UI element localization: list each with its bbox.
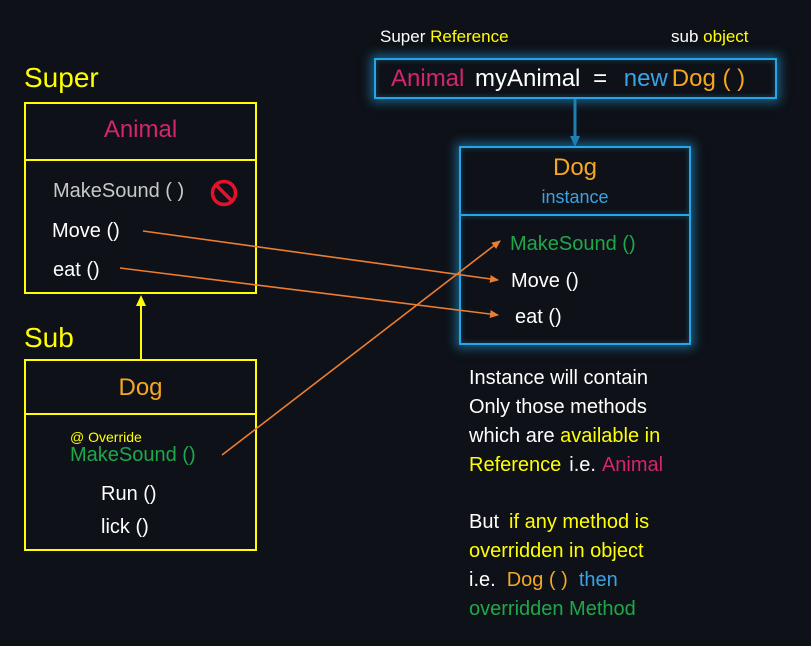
explanation-paragraph-2: But if any method is overridden in object… [469,508,799,624]
declaration-type: Animal [391,65,465,92]
explanation-p1-line4: Reference i.e.Animal [469,451,799,480]
dog-instance-box: Dog instance MakeSound () Move () eat () [459,146,691,345]
super-section-label: Super [24,62,99,93]
instance-title: Dog [552,154,598,181]
header-sub-word: sub [671,27,699,46]
explanation-p1-line2: Only those methods [469,396,647,418]
explanation-p2-line3-a: i.e. [469,569,496,591]
header-object-word: object [703,27,749,46]
prohibited-icon [210,179,238,212]
move-mapping-arrow [142,230,499,283]
instance-divider [461,214,689,216]
explanation-p1-line4-c: Animal [601,454,664,476]
instance-subtitle: instance [541,187,609,207]
dog-class-box: Dog @ Override MakeSound () Run () lick … [24,359,257,551]
explanation-p2-line1-a: But [469,511,500,533]
override-annotation: @ Override [70,429,142,445]
explanation-p2-line1: But if any method is [469,508,799,537]
explanation-p2-line2: overridden in object [469,540,644,562]
animal-class-title: Animal [103,116,178,143]
explanation-p2-line3-c: then [578,569,618,591]
makesound-override-arrow [221,240,501,456]
header-reference-word: Reference [430,27,509,46]
dog-method-lick: lick () [101,516,149,538]
declaration-new-keyword: new [623,65,668,92]
explanation-p2-line3-b: Dog ( ) [506,569,568,591]
sub-section-label: Sub [24,322,74,353]
explanation-p2-line3: i.e. Dog ( ) then [469,566,799,595]
instance-method-makesound: MakeSound () [510,233,636,255]
dog-method-makesound-override: MakeSound () [70,444,196,466]
header-super-word: Super [380,27,426,46]
animal-method-move: Move () [52,220,120,242]
explanation-p2-line4: overridden Method [469,598,636,620]
declaration-variable: myAnimal [475,65,581,92]
animal-method-eat: eat () [53,259,100,281]
eat-mapping-arrow [119,267,499,318]
dog-class-title: Dog [118,374,163,401]
explanation-p1-line3: which are available in [469,422,799,451]
explanation-p2-line1-b: if any method is [509,511,650,533]
header-sub-object: sub object [671,27,749,47]
explanation-p1-line4-a: Reference [469,454,562,476]
animal-class-box: Animal MakeSound ( ) Move () eat () [24,102,257,294]
explanation-p1-line3-b: available in [560,425,661,447]
explanation-p1-line4-b: i.e. [569,454,596,476]
header-super-reference: Super Reference [380,27,509,47]
instance-method-eat: eat () [515,306,562,328]
animal-method-makesound: MakeSound ( ) [53,180,185,202]
instance-method-move: Move () [511,270,579,292]
declaration-constructor: Dog ( ) [671,65,746,92]
explanation-p1-line1: Instance will contain [469,367,648,389]
explanation-paragraph-1: Instance will contain Only those methods… [469,364,799,480]
declaration-equals: = [593,65,608,92]
dog-method-run: Run () [101,483,157,505]
dog-class-divider [26,413,255,415]
explanation-p1-line3-a: which are [469,425,561,447]
animal-class-divider [26,159,255,161]
